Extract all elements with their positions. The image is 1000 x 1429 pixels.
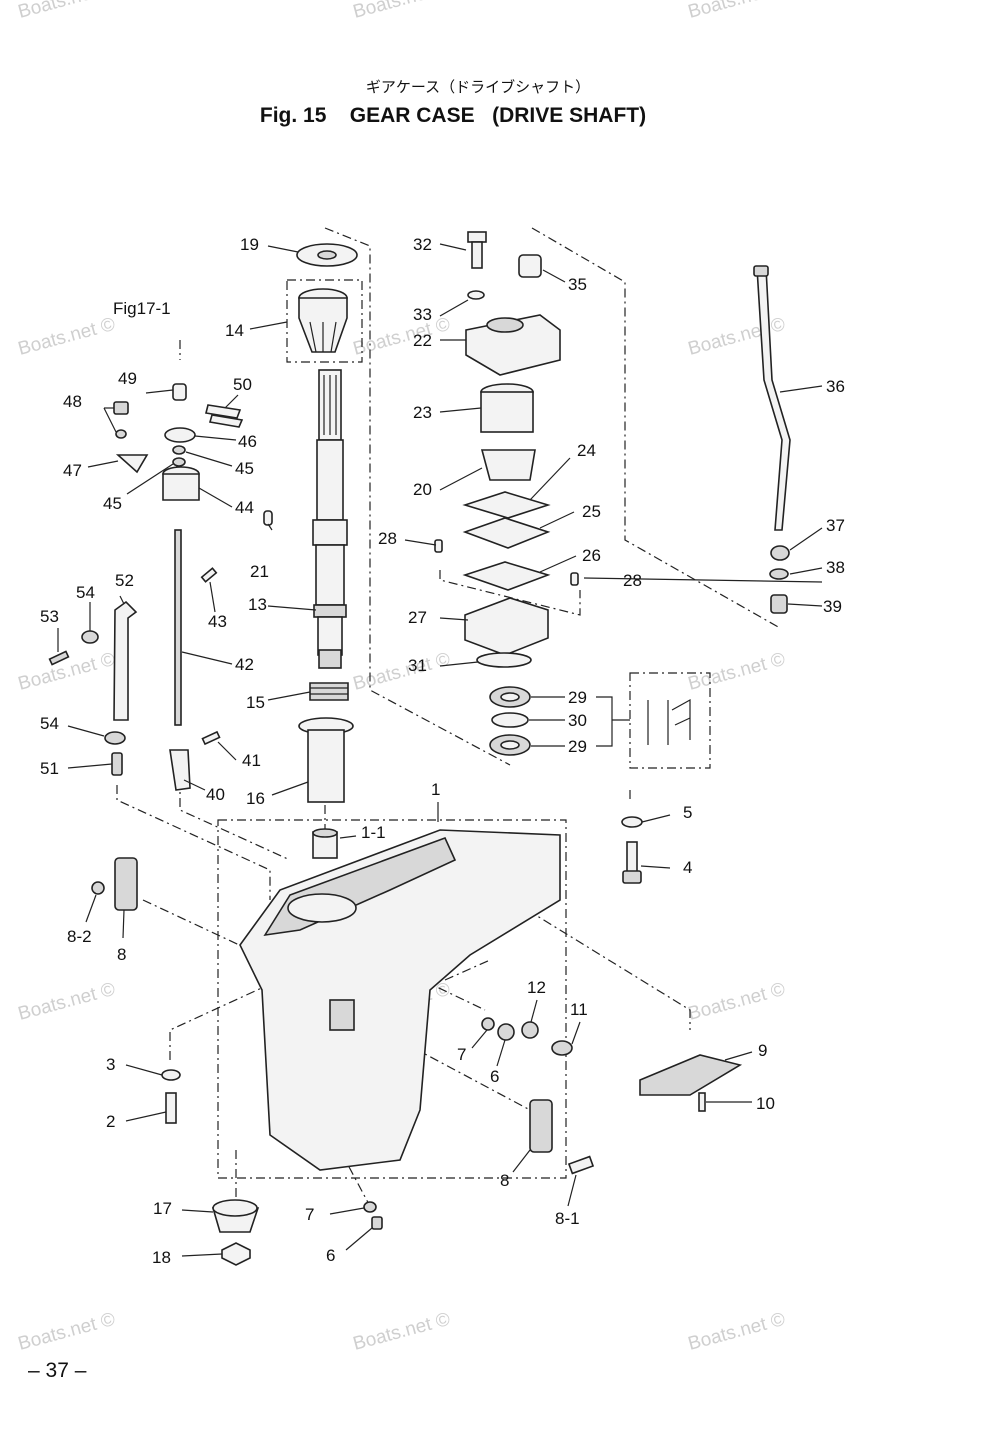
part-label-16: 16 [246, 789, 265, 808]
part-label-47: 47 [63, 461, 82, 480]
watermark: Boats.net © [686, 314, 788, 360]
part-label-3: 3 [106, 1055, 115, 1074]
watermark: Boats.net © [16, 1309, 118, 1355]
part-label-46: 46 [238, 432, 257, 451]
watermark: Boats.net © [686, 979, 788, 1025]
part-label-26: 26 [582, 546, 601, 565]
part-label-53: 53 [40, 607, 59, 626]
part-label-23: 23 [413, 403, 432, 422]
part-label-17: 17 [153, 1199, 172, 1218]
leader-lines [57, 243, 823, 1257]
part-label-1: 1 [431, 780, 440, 799]
part-label-30: 30 [568, 711, 587, 730]
part-label-40: 40 [206, 785, 225, 804]
part-label-29-top: 29 [568, 688, 587, 707]
part-label-20: 20 [413, 480, 432, 499]
part-label-38: 38 [826, 558, 845, 577]
watermark: Boats.net © [686, 1309, 788, 1355]
part-label-4: 4 [683, 858, 692, 877]
part-label-49: 49 [118, 369, 137, 388]
part-label-29-bottom: 29 [568, 737, 587, 756]
part-label-7-bottom: 7 [305, 1205, 314, 1224]
part-label-41: 41 [242, 751, 261, 770]
part-label-8-top: 8 [117, 945, 126, 964]
part-label-54-top: 54 [76, 583, 95, 602]
watermark: Boats.net © [686, 649, 788, 695]
part-label-44: 44 [235, 498, 254, 517]
part-label-10: 10 [756, 1094, 775, 1113]
part-label-6-right: 6 [490, 1067, 499, 1086]
part-label-24: 24 [577, 441, 596, 460]
watermark: Boats.net © [351, 314, 453, 360]
part-label-13: 13 [248, 595, 267, 614]
part-label-45-right: 45 [235, 459, 254, 478]
part-label-31: 31 [408, 656, 427, 675]
part-label-18: 18 [152, 1248, 171, 1267]
part-label-22: 22 [413, 331, 432, 350]
part-label-35: 35 [568, 275, 587, 294]
part-label-7-right: 7 [457, 1045, 466, 1064]
parts-drawing [48, 231, 791, 1266]
part-label-37: 37 [826, 516, 845, 535]
part-label-43: 43 [208, 612, 227, 631]
part-label-8-bottom: 8 [500, 1171, 509, 1190]
part-label-11: 11 [570, 1000, 588, 1019]
part-label-9: 9 [758, 1041, 767, 1060]
part-label-50: 50 [233, 375, 252, 394]
part-label-1-1: 1-1 [361, 823, 386, 842]
part-label-5: 5 [683, 803, 692, 822]
part-label-14: 14 [225, 321, 244, 340]
part-label-27: 27 [408, 608, 427, 627]
part-label-28-left: 28 [378, 529, 397, 548]
page-number: – 37 – [28, 1359, 87, 1382]
watermark: Boats.net © [351, 649, 453, 695]
title-japanese: ギアケース（ドライブシャフト） [366, 78, 590, 96]
part-label-33: 33 [413, 305, 432, 324]
part-label-39: 39 [823, 597, 842, 616]
part-label-51: 51 [40, 759, 59, 778]
watermark: Boats.net © [16, 0, 118, 23]
callout-labels: Fig17-1 19 14 32 33 22 35 23 20 24 25 26… [40, 235, 845, 1267]
part-label-19: 19 [240, 235, 259, 254]
part-label-48: 48 [63, 392, 82, 411]
part-label-6-bottom: 6 [326, 1246, 335, 1265]
part-label-8-2: 8-2 [67, 927, 92, 946]
watermark: Boats.net © [16, 314, 118, 360]
part-label-45-left: 45 [103, 494, 122, 513]
watermark: Boats.net © [16, 979, 118, 1025]
watermark: Boats.net © [351, 0, 453, 23]
part-label-2: 2 [106, 1112, 115, 1131]
watermark: Boats.net © [351, 1309, 453, 1355]
part-label-12: 12 [527, 978, 546, 997]
fig-reference-label: Fig17-1 [113, 299, 171, 318]
part-label-42: 42 [235, 655, 254, 674]
part-label-32: 32 [413, 235, 432, 254]
part-label-15: 15 [246, 693, 265, 712]
page-title: Fig. 15 GEAR CASE (DRIVE SHAFT) [260, 104, 646, 127]
watermark: Boats.net © [686, 0, 788, 23]
part-label-28-right: 28 [623, 571, 642, 590]
part-label-8-1: 8-1 [555, 1209, 580, 1228]
part-label-25: 25 [582, 502, 601, 521]
part-label-52: 52 [115, 571, 134, 590]
part-label-54-bottom: 54 [40, 714, 59, 733]
part-label-21: 21 [250, 562, 269, 581]
part-label-36: 36 [826, 377, 845, 396]
